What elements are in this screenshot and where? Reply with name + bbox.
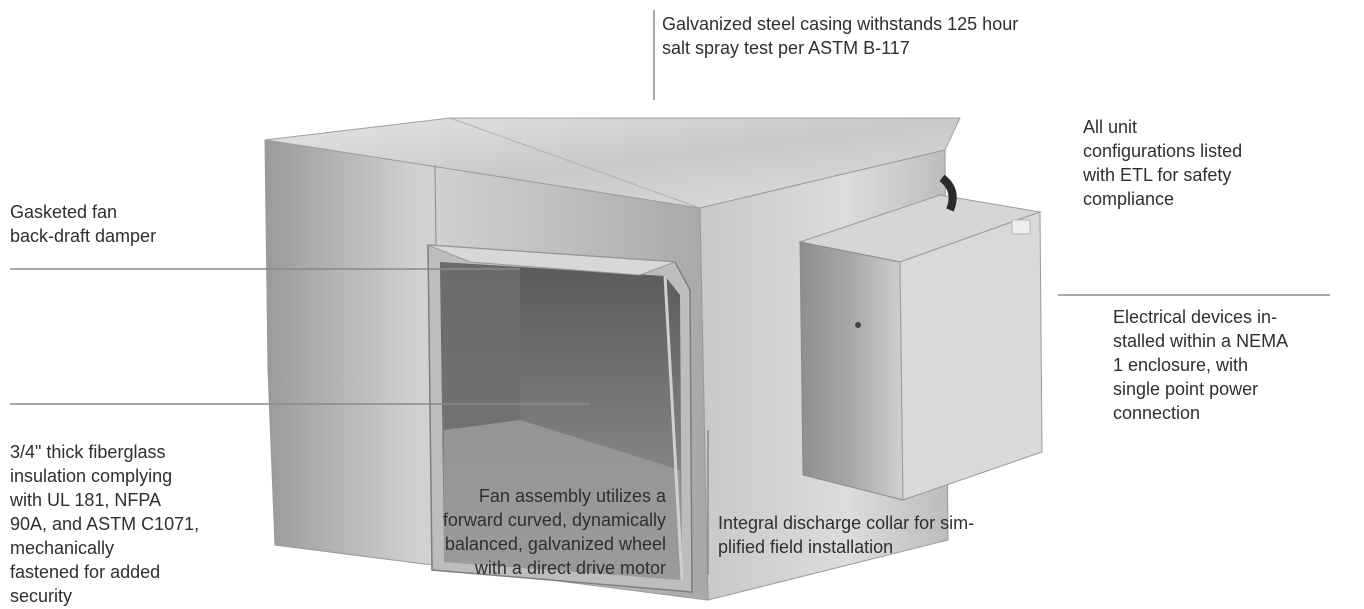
electrical-enclosure xyxy=(798,194,1043,501)
damper-flap xyxy=(427,244,676,276)
enclosure-front xyxy=(799,241,904,501)
callout-electrical: Electrical devices in- stalled within a … xyxy=(1113,307,1289,423)
label-plate xyxy=(1011,219,1031,235)
insulation-liner xyxy=(440,262,520,430)
power-conduit xyxy=(939,174,957,212)
collar-floor xyxy=(444,420,682,580)
discharge-collar xyxy=(427,244,693,593)
callout-collar: Integral discharge collar for sim- plifi… xyxy=(718,513,975,557)
callout-damper: Gasketed fan back-draft damper xyxy=(10,202,157,246)
enclosure-side xyxy=(899,211,1043,501)
callout-casing: Galvanized steel casing withstands 125 h… xyxy=(662,14,1019,58)
latch-icon xyxy=(855,322,861,328)
callout-fan: Fan assembly utilizes a forward curved, … xyxy=(442,486,666,578)
callout-insulation: 3/4" thick fiberglass insulation complyi… xyxy=(10,442,200,606)
leader-lines xyxy=(10,10,1330,575)
callout-etl: All unit configurations listed with ETL … xyxy=(1083,117,1243,209)
